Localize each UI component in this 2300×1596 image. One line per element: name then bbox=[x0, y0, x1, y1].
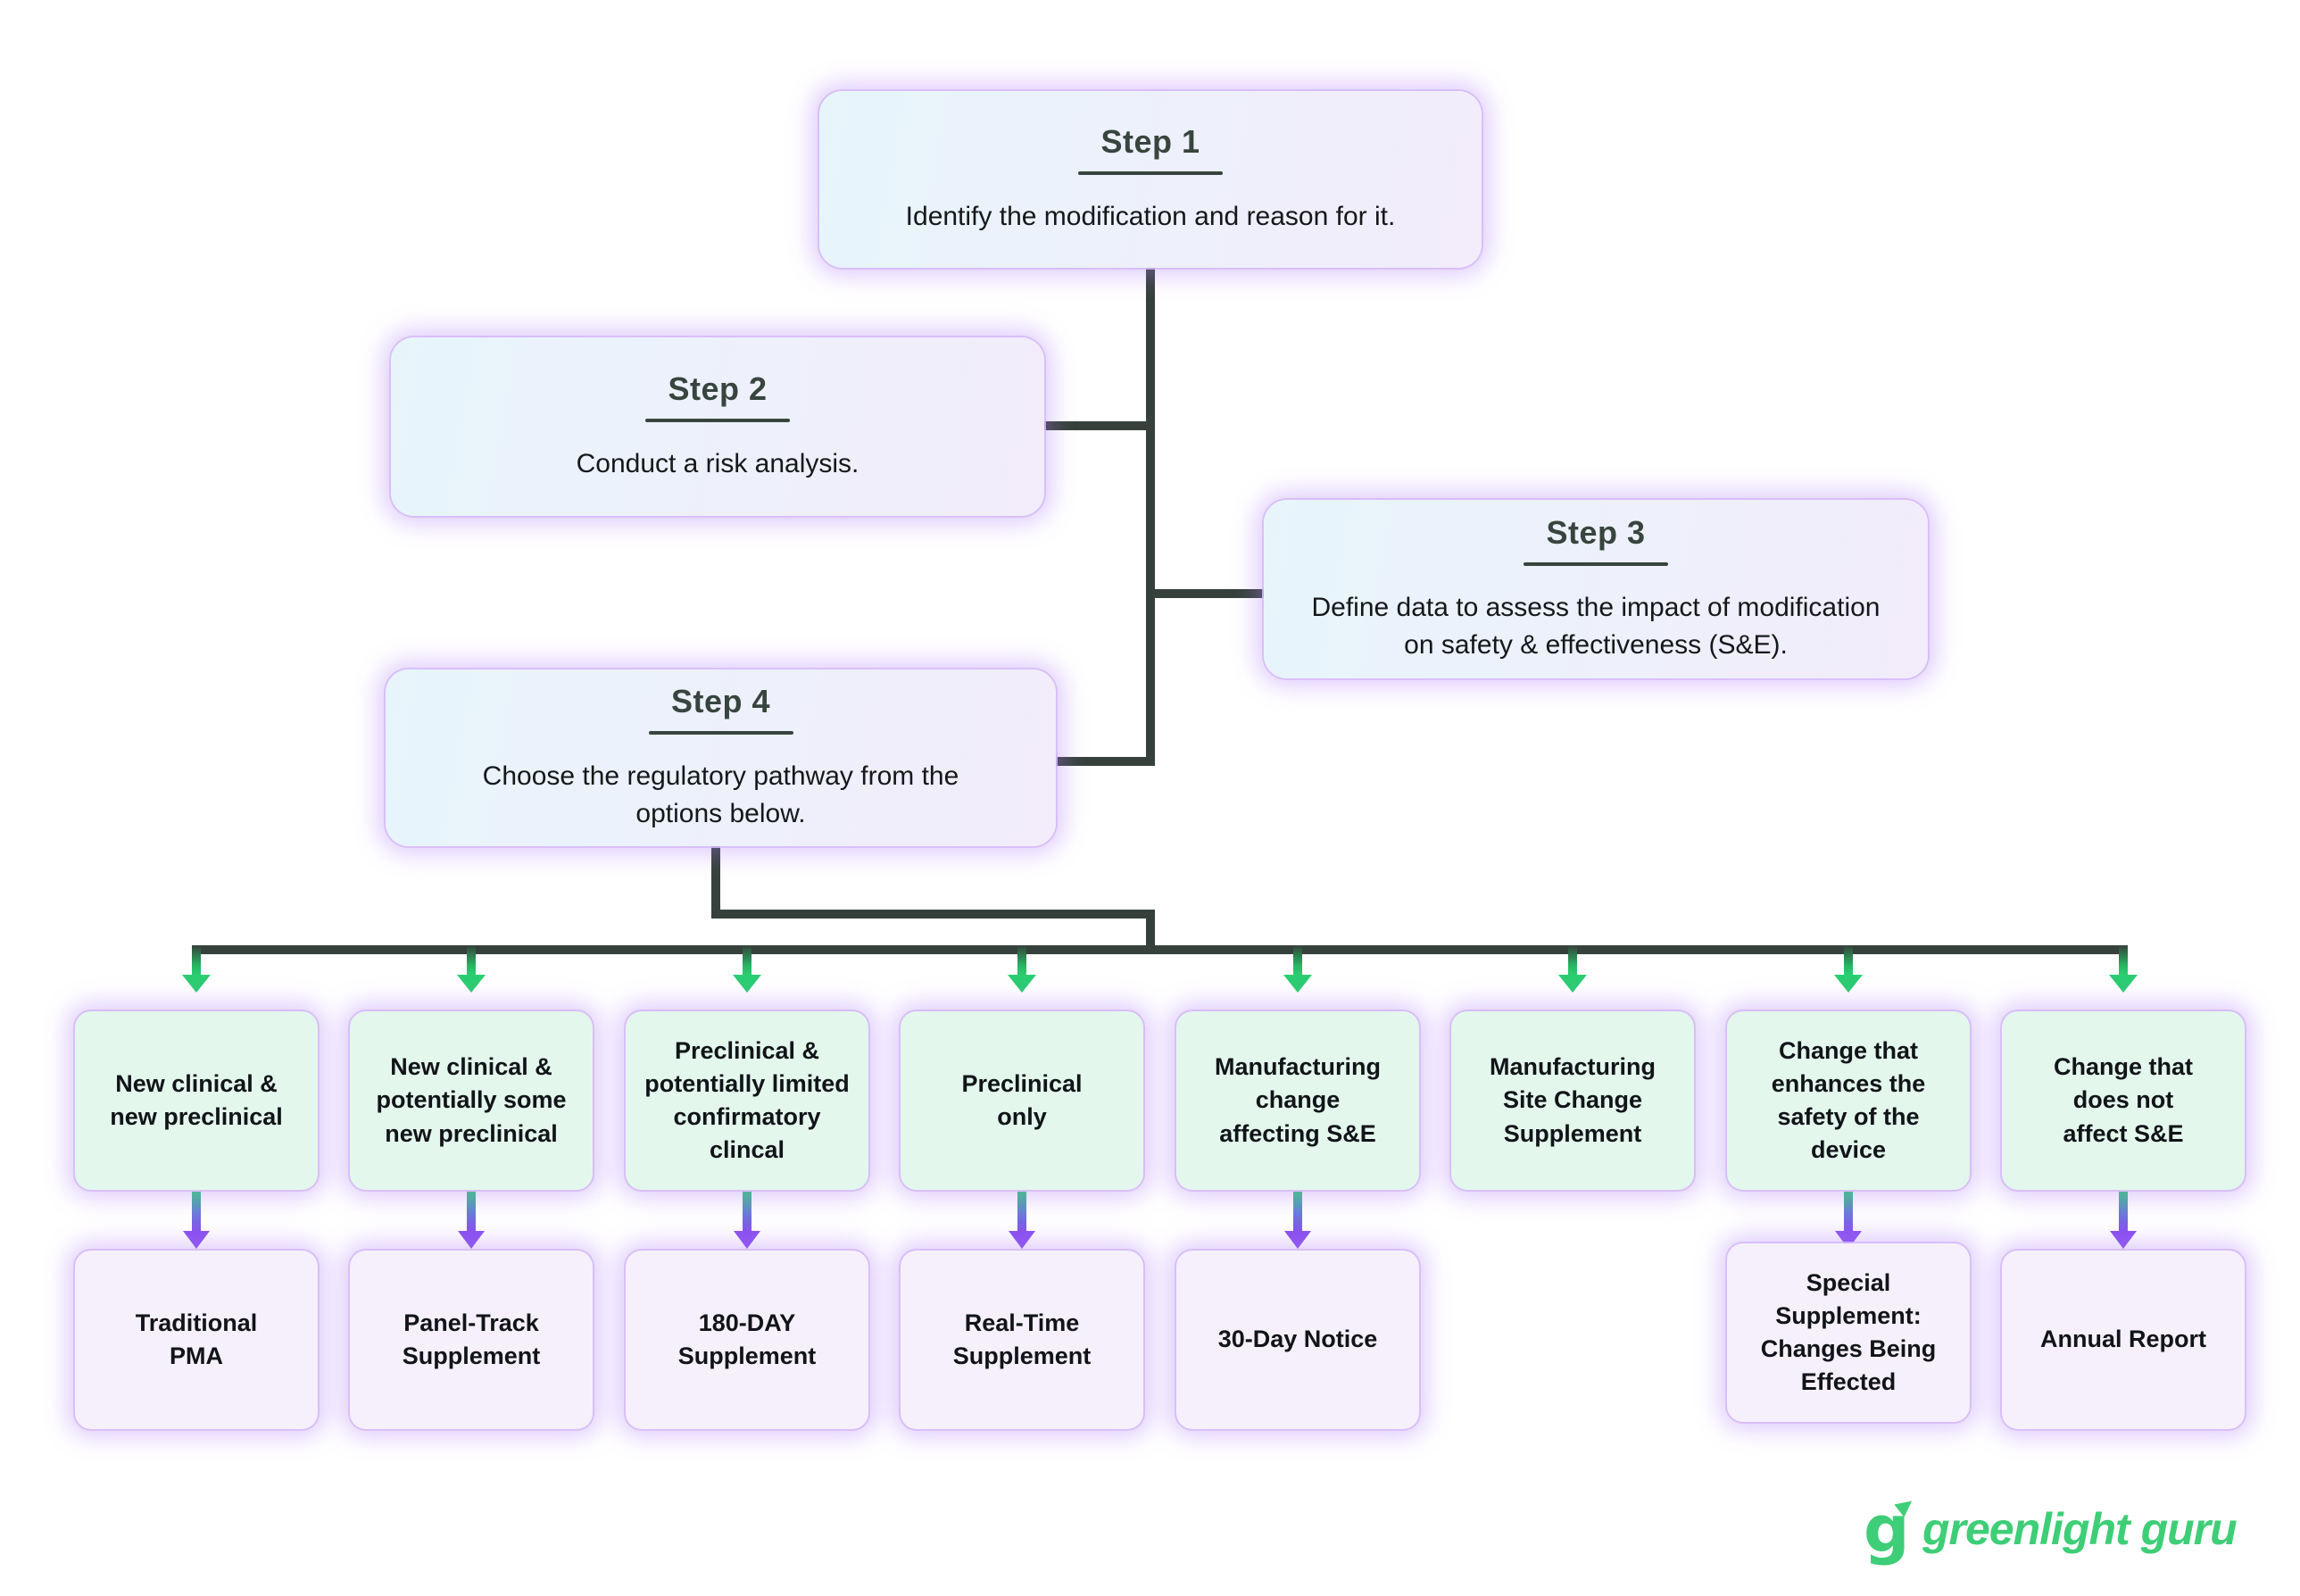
gradient-arrow-down-icon bbox=[467, 1192, 476, 1231]
step-2-title: Step 2 bbox=[668, 370, 768, 407]
gradient-arrow-down-icon bbox=[2119, 1192, 2128, 1231]
step-1-title: Step 1 bbox=[1100, 123, 1200, 160]
gradient-arrow-down-icon bbox=[1017, 1192, 1026, 1231]
gradient-arrow-down-icon bbox=[1293, 1192, 1302, 1231]
result-box-traditional-pma: Traditional PMA bbox=[75, 1251, 318, 1429]
step-3-box: Step 3 Define data to assess the impact … bbox=[1264, 500, 1928, 678]
step-2-box: Step 2 Conduct a risk analysis. bbox=[391, 337, 1044, 516]
step-4-title: Step 4 bbox=[670, 683, 771, 719]
connector-jog-vertical bbox=[1146, 910, 1155, 954]
option-box-new-clinical-potentially-some-new-preclinical: New clinical & potentially some new prec… bbox=[350, 1011, 593, 1190]
option-box-change-does-not-affect-se: Change that does not affect S&E bbox=[2002, 1011, 2245, 1190]
option-box-manufacturing-site-change-supplement: Manufacturing Site Change Supplement bbox=[1451, 1011, 1694, 1190]
connector-step4-bottom-vertical bbox=[711, 844, 720, 919]
option-box-change-enhances-safety: Change that enhances the safety of the d… bbox=[1727, 1011, 1970, 1190]
arrow-down-icon bbox=[1293, 945, 1302, 975]
gradient-arrow-down-icon bbox=[743, 1192, 751, 1231]
arrow-down-icon bbox=[1568, 945, 1577, 975]
step-3-text: Define data to assess the impact of modi… bbox=[1311, 593, 1881, 660]
greenlight-guru-logo: g greenlight guru bbox=[1864, 1494, 2238, 1562]
connector-step2-horizontal bbox=[1042, 421, 1155, 430]
step-3-title: Step 3 bbox=[1546, 514, 1646, 551]
connector-step3-horizontal bbox=[1146, 589, 1273, 598]
step-4-text: Choose the regulatory pathway from the o… bbox=[482, 761, 959, 828]
connector-trunk-vertical bbox=[1146, 266, 1155, 766]
gradient-arrow-down-icon bbox=[1844, 1192, 1853, 1231]
result-box-30-day-notice: 30-Day Notice bbox=[1176, 1251, 1419, 1429]
result-box-180-day-supplement: 180-DAY Supplement bbox=[626, 1251, 868, 1429]
option-box-preclinical-only: Preclinical only bbox=[901, 1011, 1143, 1190]
connector-distribution-horizontal bbox=[192, 945, 2128, 954]
step-2-text: Conduct a risk analysis. bbox=[576, 449, 859, 478]
option-box-manufacturing-change-affecting-se: Manufacturing change affecting S&E bbox=[1176, 1011, 1419, 1190]
step-4-underline bbox=[648, 731, 793, 735]
gradient-arrow-down-icon bbox=[192, 1192, 201, 1231]
arrow-down-icon bbox=[1844, 945, 1853, 975]
step-2-underline bbox=[645, 419, 790, 422]
arrow-down-icon bbox=[1017, 945, 1026, 975]
greenlight-guru-logo-text: greenlight guru bbox=[1922, 1504, 2238, 1554]
step-3-underline bbox=[1524, 562, 1668, 566]
arrow-down-icon bbox=[2119, 945, 2128, 975]
step-4-box: Step 4 Choose the regulatory pathway fro… bbox=[386, 669, 1056, 846]
option-box-preclinical-limited-confirmatory-clinical: Preclinical & potentially limited confir… bbox=[626, 1011, 868, 1190]
result-box-panel-track-supplement: Panel-Track Supplement bbox=[350, 1251, 593, 1429]
step-1-text: Identify the modification and reason for… bbox=[905, 202, 1396, 231]
connector-jog-horizontal bbox=[711, 910, 1155, 919]
step-1-underline bbox=[1078, 171, 1223, 175]
option-box-new-clinical-new-preclinical: New clinical & new preclinical bbox=[75, 1011, 318, 1190]
connector-step4-horizontal bbox=[1053, 757, 1155, 766]
arrow-down-icon bbox=[743, 945, 751, 975]
arrow-down-icon bbox=[192, 945, 201, 975]
result-box-special-supplement-changes-being-effected: Special Supplement: Changes Being Effect… bbox=[1727, 1243, 1970, 1422]
result-box-annual-report: Annual Report bbox=[2002, 1251, 2245, 1429]
result-box-real-time-supplement: Real-Time Supplement bbox=[901, 1251, 1143, 1429]
greenlight-guru-logo-icon: g bbox=[1864, 1494, 1917, 1562]
step-1-box: Step 1 Identify the modification and rea… bbox=[819, 91, 1482, 268]
arrow-down-icon bbox=[467, 945, 476, 975]
